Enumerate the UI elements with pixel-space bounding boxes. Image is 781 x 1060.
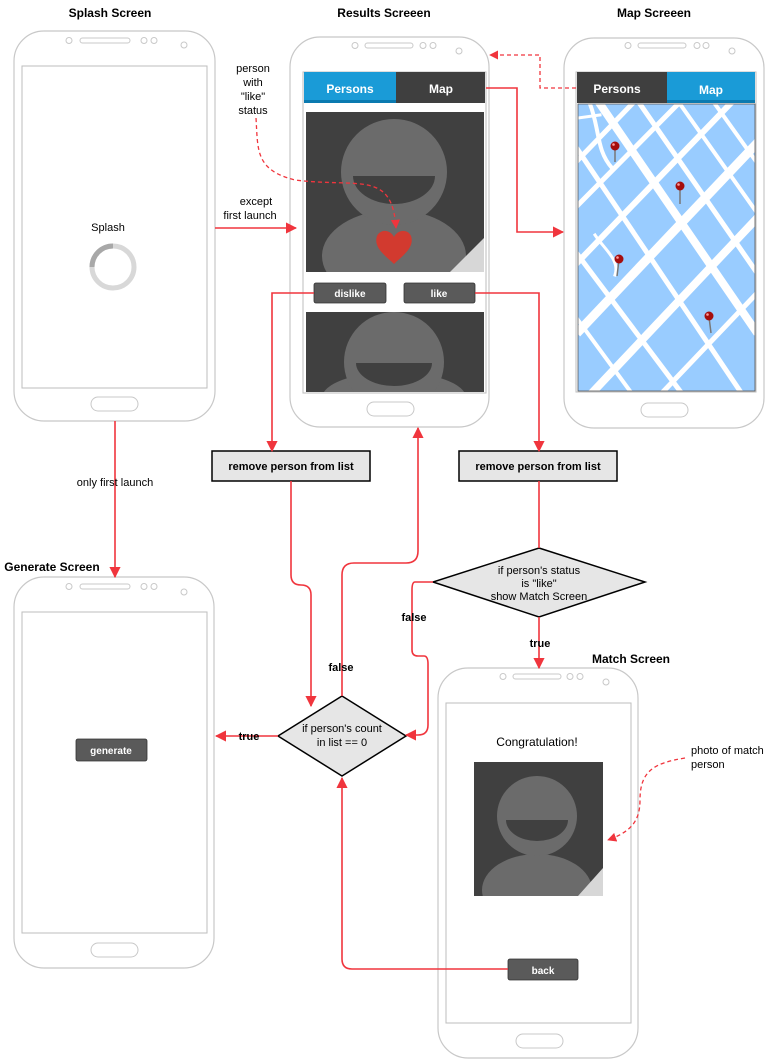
- map-pin-icon: [704, 311, 714, 334]
- match-screen-title: Match Screen: [592, 652, 670, 666]
- dislike-button-label: dislike: [334, 289, 366, 300]
- match-phone: Congratulation! back: [437, 667, 639, 1059]
- person-photo-next: [306, 312, 484, 392]
- generate-button-label: generate: [90, 746, 132, 757]
- status-false-label: false: [401, 612, 426, 624]
- results-screen-title: Results Screeen: [337, 6, 430, 20]
- status-diamond-line3: show Match Screen: [491, 591, 588, 603]
- map-pin-icon: [675, 181, 685, 204]
- person-like-note-line2: with: [242, 77, 263, 89]
- count-diamond-line2: in list == 0: [317, 737, 367, 749]
- status-true-label: true: [530, 638, 551, 650]
- status-diamond-line2: is "like": [521, 578, 556, 590]
- map-screen-title: Map Screeen: [617, 6, 691, 20]
- photo-match-note-line2: person: [691, 759, 725, 771]
- map-pin-icon: [614, 254, 624, 277]
- person-like-note-line3: "like": [241, 91, 265, 103]
- map-tab-map[interactable]: [667, 72, 755, 103]
- tab-persons[interactable]: [304, 72, 396, 103]
- tab-persons-label: Persons: [326, 82, 374, 96]
- map-tab-map-label: Map: [699, 83, 723, 97]
- count-true-label: true: [239, 731, 260, 743]
- only-first-note: only first launch: [77, 477, 153, 489]
- status-diamond-line1: if person's status: [498, 565, 581, 577]
- congratulation-text: Congratulation!: [496, 735, 577, 749]
- person-like-note-line1: person: [236, 63, 270, 75]
- person-like-note-line4: status: [238, 105, 268, 117]
- map-pin-icon: [610, 141, 620, 162]
- generate-screen-title: Generate Screen: [4, 560, 99, 574]
- person-photo-liked: [306, 112, 484, 272]
- except-note-line2: first launch: [223, 210, 276, 222]
- photo-match-note-line1: photo of match: [691, 745, 764, 757]
- splash-phone: Splash: [13, 30, 216, 422]
- tab-map-label: Map: [429, 82, 453, 96]
- remove-person-left-label: remove person from list: [228, 461, 354, 473]
- like-button-label: like: [431, 289, 448, 300]
- remove-person-box-left: [211, 450, 371, 482]
- match-person-photo: [474, 762, 603, 896]
- count-diamond-line1: if person's count: [302, 723, 382, 735]
- back-button-label: back: [532, 966, 555, 977]
- tab-map[interactable]: [396, 72, 485, 103]
- count-decision-diamond: [276, 695, 408, 777]
- map-phone: Persons Map: [563, 37, 765, 429]
- map-tab-persons[interactable]: [577, 72, 667, 103]
- remove-person-right-label: remove person from list: [475, 461, 601, 473]
- count-false-label: false: [328, 662, 353, 674]
- heart-icon: [376, 230, 412, 264]
- generate-phone: generate: [13, 576, 215, 969]
- splash-screen-title: Splash Screen: [69, 6, 152, 20]
- generate-button[interactable]: [75, 738, 148, 762]
- map-tab-persons-label: Persons: [593, 82, 641, 96]
- results-phone: Persons Map dislike like: [289, 36, 490, 428]
- remove-person-box-right: [458, 450, 618, 482]
- splash-label: Splash: [91, 222, 125, 234]
- street-map: [578, 104, 755, 391]
- except-note-line1: except: [240, 196, 272, 208]
